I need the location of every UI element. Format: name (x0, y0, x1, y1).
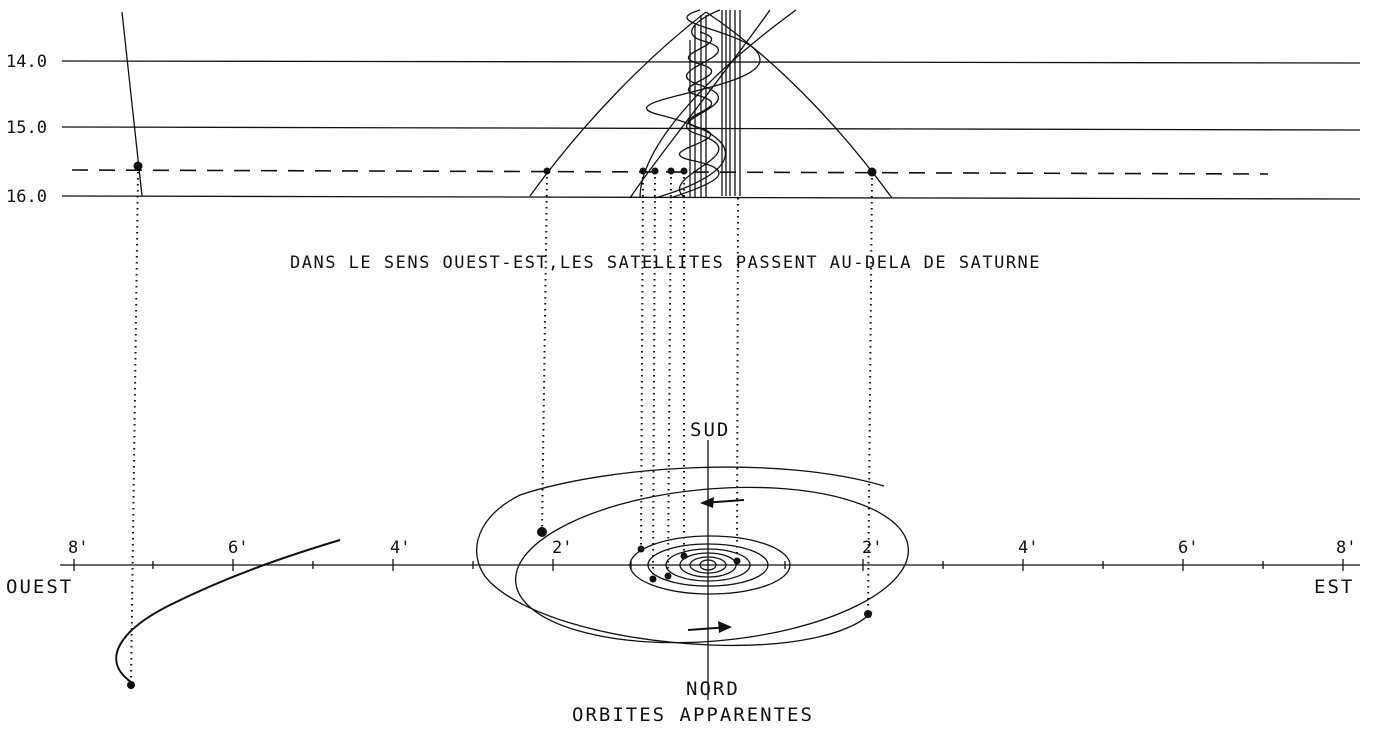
time-line-16 (61, 195, 1361, 200)
event-point (133, 161, 143, 171)
track-spiral-c (646, 9, 761, 199)
tick-label-west-6: 6' (228, 538, 248, 558)
direction-arrows (687, 497, 745, 633)
west-label: OUEST (6, 576, 73, 598)
event-point (543, 167, 551, 175)
track-east-arc (705, 11, 893, 199)
tick-label-west-4: 4' (390, 538, 410, 558)
diagram-title: ORBITES APPARENTES (572, 704, 814, 726)
tick-label-west-2: 2' (552, 538, 572, 558)
projection-lines (130, 171, 873, 683)
time-line-14 (61, 60, 1361, 64)
time-label-16: 16.0 (6, 187, 47, 207)
caption: DANS LE SENS OUEST-EST,LES SATELLITES PA… (290, 253, 1041, 273)
orbit-point (864, 610, 872, 618)
saturn-vertical-band (689, 10, 741, 198)
arrow-left-icon (700, 497, 745, 508)
north-label: NORD (686, 678, 740, 700)
south-label: SUD (690, 419, 730, 441)
east-label: EST (1314, 576, 1354, 598)
tick-label-east-2: 2' (862, 538, 882, 558)
orbit-point (733, 557, 741, 565)
outer-orbit (476, 466, 885, 647)
orbit-points (127, 527, 872, 689)
satellite-tracks (121, 9, 893, 199)
event-point (867, 167, 877, 177)
track-west-arc (529, 11, 707, 197)
event-points (133, 161, 877, 177)
time-label-14: 14.0 (6, 52, 47, 72)
orbit-axis: 8' 6' 4' 2' 2' 4' 6' 8' OUEST EST SUD NO… (6, 419, 1360, 726)
event-point (667, 167, 675, 175)
orbit-point (680, 552, 688, 560)
far-satellite-orbit (115, 539, 341, 683)
orbit-point (127, 681, 135, 689)
tick-label-west-8: 8' (68, 538, 88, 558)
time-label-15: 15.0 (6, 118, 47, 138)
orbit-point (637, 545, 645, 553)
orbit-point (537, 527, 547, 537)
event-point (639, 167, 647, 175)
arrow-right-icon (687, 621, 732, 633)
time-line-15 (61, 126, 1361, 131)
apparent-orbits (115, 466, 910, 683)
tick-label-east-8: 8' (1336, 538, 1356, 558)
orbit-point (664, 572, 672, 580)
time-grid: 14.0 15.0 16.0 (6, 52, 1361, 207)
orbit-point (649, 575, 657, 583)
event-point (680, 167, 688, 175)
axis-ticks (73, 559, 1344, 571)
tick-label-east-4: 4' (1018, 538, 1038, 558)
track-spiral-d (678, 9, 721, 199)
tick-label-east-6: 6' (1178, 538, 1198, 558)
event-point (651, 167, 659, 175)
